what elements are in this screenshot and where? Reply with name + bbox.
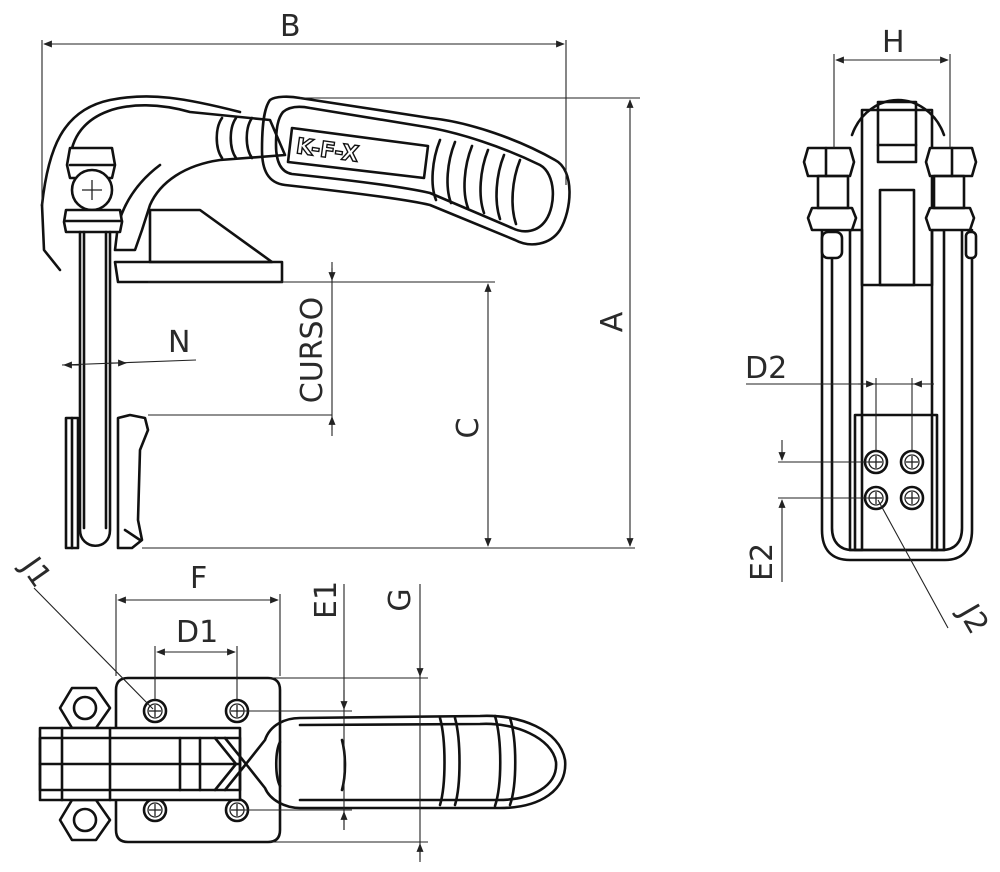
- label-G: G: [383, 588, 418, 611]
- front-view: [802, 98, 978, 562]
- top-view: [38, 676, 567, 844]
- top-base-plate: [114, 676, 282, 844]
- dimension-E1: E1: [243, 581, 352, 830]
- base-plate: [113, 260, 284, 284]
- label-B: B: [280, 9, 301, 44]
- dimension-curso: CURSO: [295, 262, 336, 436]
- handle-grip: [260, 95, 571, 246]
- label-H: H: [882, 25, 905, 60]
- clamp-arm: [68, 104, 287, 252]
- bushing: [64, 416, 80, 550]
- leader-J1: J1: [12, 549, 154, 710]
- dimension-D2: D2: [745, 351, 934, 452]
- dimension-B: B: [41, 9, 567, 205]
- dimension-D1: D1: [154, 615, 238, 700]
- side-view: K-F-X: [40, 95, 635, 550]
- dimension-A: A: [300, 97, 640, 547]
- top-handle: [244, 714, 567, 810]
- plunger-rod: [78, 230, 112, 547]
- label-curso: CURSO: [295, 297, 330, 403]
- label-J2: J2: [950, 597, 995, 640]
- dimension-C: C: [282, 281, 495, 547]
- dimension-N: N: [61, 325, 197, 369]
- u-frame: [820, 228, 974, 562]
- label-E2: E2: [745, 543, 780, 581]
- label-A: A: [595, 311, 630, 332]
- dimension-G: G: [270, 584, 428, 862]
- label-D2: D2: [745, 351, 787, 386]
- dimension-F: F: [115, 561, 281, 676]
- front-mounting-plate: [853, 413, 939, 552]
- dimension-E2: E2: [745, 440, 870, 582]
- dimension-H: H: [833, 25, 951, 148]
- label-D1: D1: [176, 615, 218, 650]
- base-block: [148, 208, 274, 264]
- label-N: N: [168, 325, 190, 360]
- label-C: C: [451, 418, 486, 439]
- label-J1: J1: [12, 549, 58, 594]
- label-F: F: [190, 561, 207, 596]
- label-E1: E1: [309, 581, 344, 619]
- pivot-assembly: [62, 146, 124, 234]
- front-holes: [863, 449, 925, 511]
